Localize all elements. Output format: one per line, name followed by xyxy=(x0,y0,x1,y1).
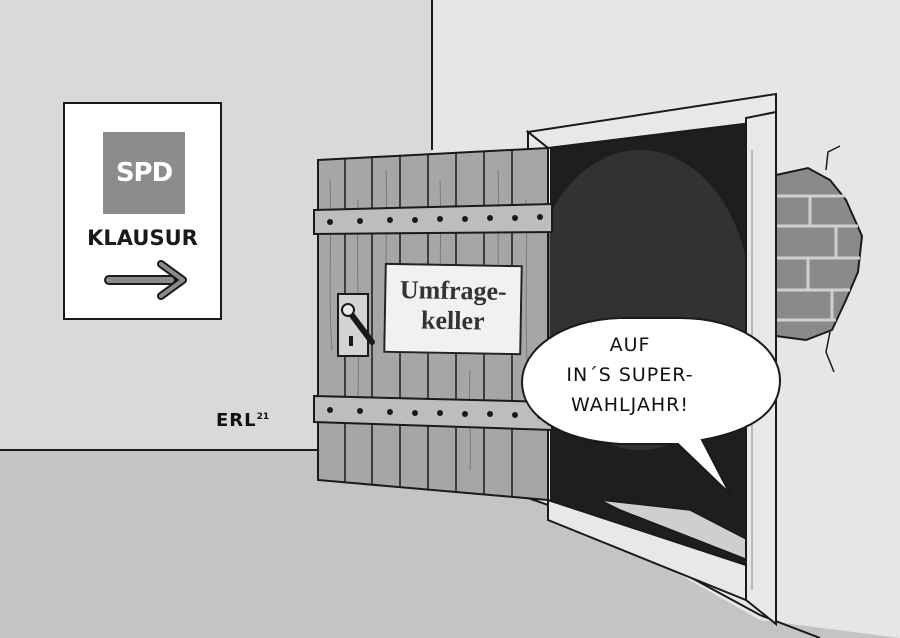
door-plaque: Umfrage- keller xyxy=(383,262,523,356)
bubble-line-2: IN´S SUPER- xyxy=(566,364,694,386)
door-lock-plate xyxy=(337,293,369,357)
door-board-bottom xyxy=(313,394,553,432)
floor xyxy=(0,450,900,638)
klausur-sign: SPD KLAUSUR xyxy=(63,102,222,320)
artist-signature: ERL21 xyxy=(216,410,269,431)
brick-wall-patch xyxy=(775,145,864,373)
signature-year: 21 xyxy=(256,412,270,422)
bubble-line-1: AUF xyxy=(609,334,651,356)
signature-name: ERL xyxy=(216,410,257,431)
bubble-line-3: WAHLJAHR! xyxy=(571,394,689,416)
speech-bubble-shape xyxy=(520,317,782,495)
sign-label: KLAUSUR xyxy=(87,226,198,250)
arrow-right-icon xyxy=(104,260,187,300)
door-frame xyxy=(525,92,777,627)
door-board-top xyxy=(313,202,553,236)
speech-bubble: AUF IN´S SUPER- WAHLJAHR! xyxy=(540,330,720,420)
plaque-line-1: Umfrage- xyxy=(399,275,507,306)
spd-logo: SPD xyxy=(103,132,185,214)
plaque-line-2: keller xyxy=(420,305,485,336)
